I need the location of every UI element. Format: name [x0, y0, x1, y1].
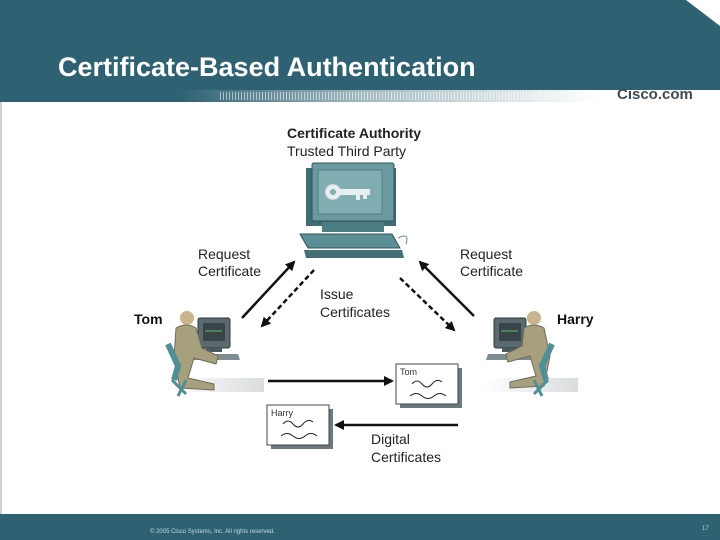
slide-footer: [0, 514, 720, 540]
header-rule-stripes: [220, 92, 600, 100]
slide-left-edge: [0, 102, 2, 514]
diagram-graphics: Tom Harry: [165, 162, 578, 449]
tom-certificate-icon: Tom: [395, 363, 462, 408]
harry-certificate-icon: Harry: [266, 404, 333, 449]
cisco-logo: Cisco.com: [617, 86, 693, 103]
tom-certificate-name: Tom: [400, 367, 417, 377]
ca-subtitle: Trusted Third Party: [287, 143, 407, 159]
slide-header: [0, 0, 720, 90]
ca-title: Certificate Authority: [287, 125, 422, 141]
arrow-harry-to-ca: [418, 260, 475, 317]
ca-computer-icon: [299, 162, 408, 258]
issue-label-line2: Certificates: [320, 304, 391, 320]
user-tom-label: Tom: [134, 311, 163, 327]
header-corner: [686, 0, 720, 26]
left-request-label-line1: Request: [198, 246, 251, 262]
user-harry-label: Harry: [557, 311, 594, 327]
harry-certificate-name: Harry: [271, 408, 293, 418]
key-icon: [324, 183, 370, 201]
arrow-tom-to-ca: [241, 260, 296, 319]
tom-workstation-icon: [165, 311, 264, 397]
right-request-label-line1: Request: [460, 246, 513, 262]
issue-label-line1: Issue: [320, 286, 354, 302]
copyright-text: © 2005 Cisco Systems, Inc. All rights re…: [150, 529, 275, 535]
left-request-label-line2: Certificate: [198, 263, 262, 279]
digital-certificates-line2: Certificates: [371, 449, 442, 465]
arrow-ca-to-harry: [399, 277, 456, 332]
right-request-label-line2: Certificate: [460, 263, 524, 279]
page-number: 17: [702, 526, 709, 532]
harry-workstation-icon: [482, 311, 578, 397]
slide-title: Certificate-Based Authentication: [58, 52, 476, 82]
digital-certificates-line1: Digital: [371, 431, 410, 447]
arrow-ca-to-tom: [260, 269, 315, 328]
